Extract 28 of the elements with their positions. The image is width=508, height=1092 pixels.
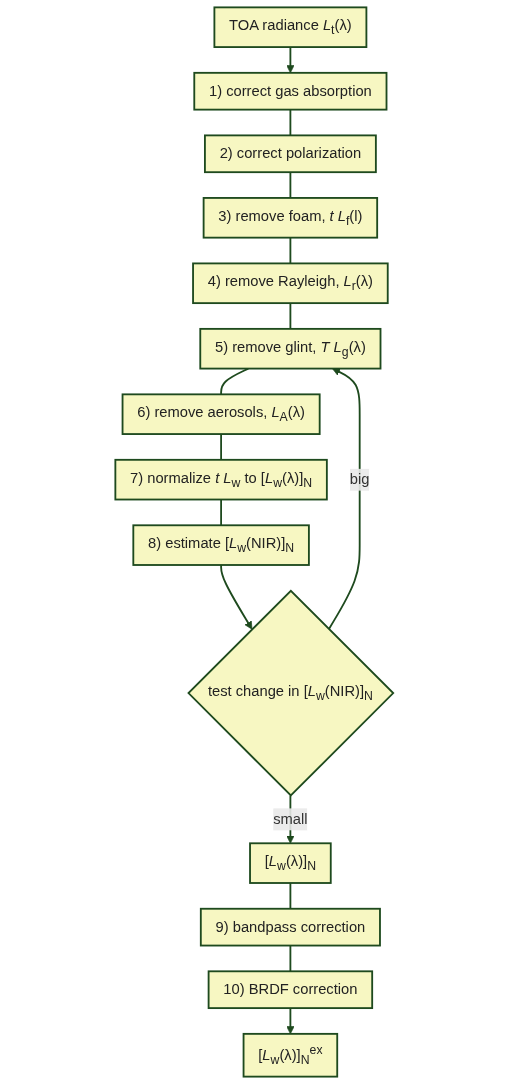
node-box: 10) BRDF correction — [207, 970, 373, 1009]
node-box: 7) normalize t L$_{w}$ to [L$_{w}$(λ)]$_{N}$ — [114, 458, 328, 501]
node-box: 5) remove glint, T L$_{g}$(λ) — [199, 327, 382, 370]
node-box: 6) remove aerosols, L$_{A}$(λ) — [121, 393, 321, 435]
connector — [219, 433, 222, 461]
connector — [289, 882, 292, 910]
connector — [219, 367, 249, 396]
connector — [219, 498, 222, 527]
node-box: 1) correct gas absorption — [193, 71, 388, 111]
node-box: TOA radiance L$_{t}$(λ) — [213, 6, 368, 48]
connector — [289, 171, 292, 199]
connector — [289, 108, 292, 137]
arrow — [286, 1007, 295, 1035]
connector — [289, 944, 292, 973]
node-box: 2) correct polarization — [203, 134, 377, 174]
node-box: [L$_{w}$(λ)]$_{N}$ — [248, 842, 332, 884]
node-diamond: test change in [L$_{w}$(NIR)]$_{N}$ — [186, 589, 395, 797]
node-box: 9) bandpass correction — [199, 907, 381, 947]
arrow — [219, 564, 253, 630]
node-box: 8) estimate [L$_{w}$(NIR)]$_{N}$ — [132, 524, 310, 566]
node-box: 3) remove foam, t L$_{f}$(l) — [202, 197, 378, 239]
arrow — [286, 46, 295, 74]
node-box: 4) remove Rayleigh, L$_{r}$(λ) — [191, 262, 389, 305]
connector — [289, 236, 292, 265]
edge-label: big — [349, 471, 370, 488]
connector — [289, 302, 292, 330]
edge-label: small — [272, 811, 308, 827]
arrow — [327, 368, 361, 631]
